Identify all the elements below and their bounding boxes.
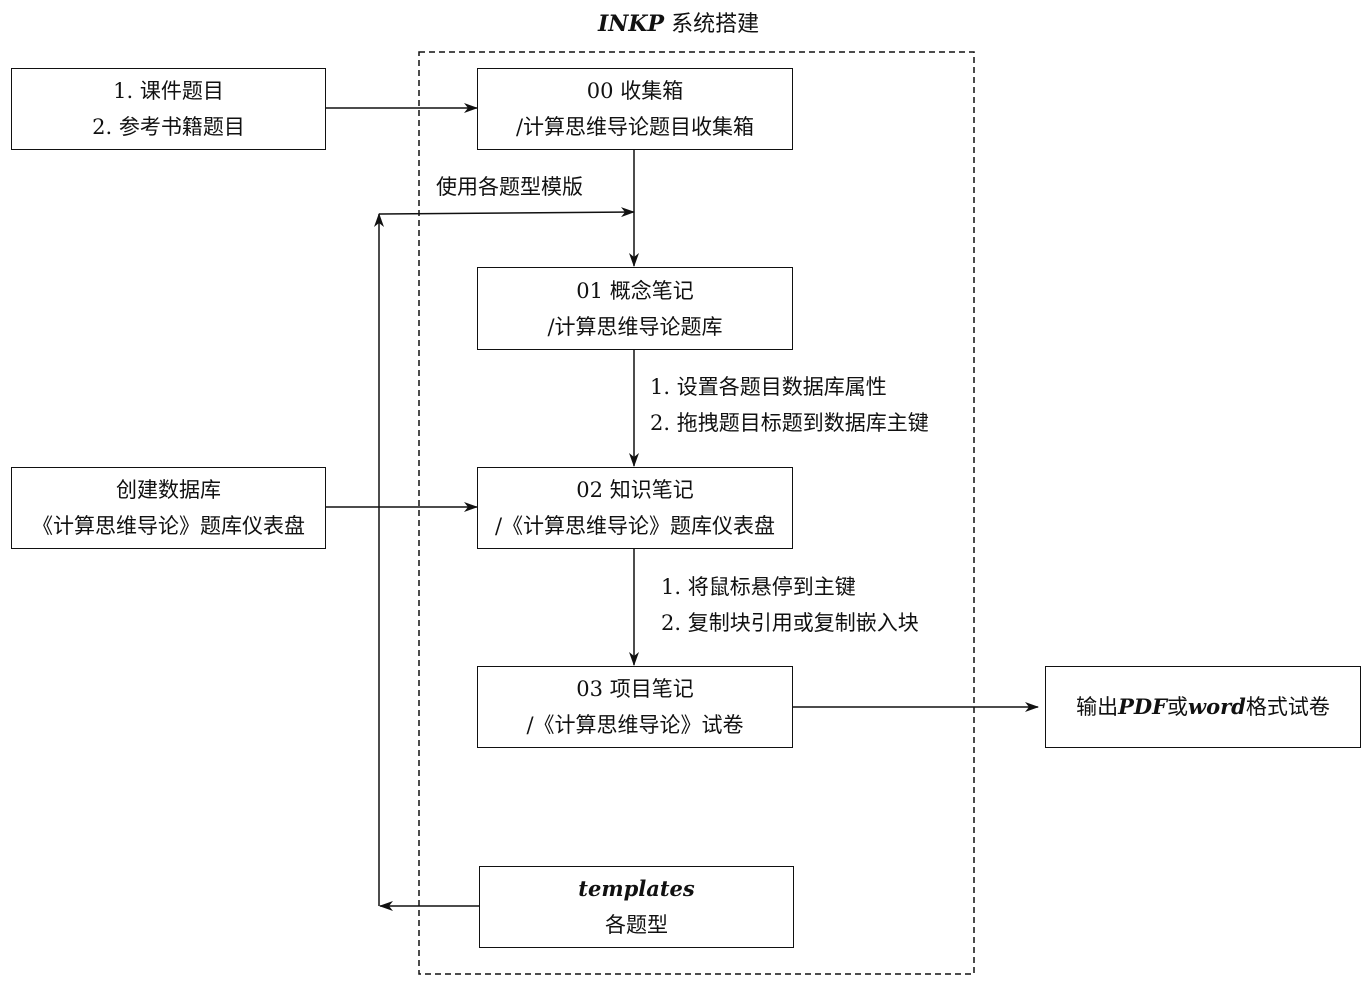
output-line: 输出PDF或word格式试卷 xyxy=(1076,689,1330,725)
courseware-line2: 2. 参考书籍题目 xyxy=(92,115,245,139)
knowledge-line1: 02 知识笔记 xyxy=(576,478,694,502)
label-step2-a: 1. 将鼠标悬停到主键 xyxy=(661,575,856,599)
concept-line2: /计算思维导论题库 xyxy=(547,314,723,339)
courseware-box: 1. 课件题目 2. 参考书籍题目 xyxy=(11,68,326,150)
concept-line1: 01 概念笔记 xyxy=(576,278,694,303)
project-box: 03 项目笔记 /《计算思维导论》试卷 xyxy=(477,666,793,748)
project-line1: 03 项目笔记 xyxy=(576,677,694,701)
create-db-line2: 《计算思维导论》题库仪表盘 xyxy=(32,514,305,538)
output-box: 输出PDF或word格式试卷 xyxy=(1045,666,1361,748)
templates-line2: 各题型 xyxy=(605,913,668,937)
label-step1-b: 2. 拖拽题目标题到数据库主键 xyxy=(650,411,929,435)
courseware-line1: 1. 课件题目 xyxy=(113,79,224,103)
inbox-line1: 00 收集箱 xyxy=(586,79,684,103)
knowledge-box: 02 知识笔记 /《计算思维导论》题库仪表盘 xyxy=(477,467,793,549)
output-pre: 输出 xyxy=(1076,695,1119,719)
output-post: 格式试卷 xyxy=(1245,695,1330,719)
output-word: word xyxy=(1188,694,1246,719)
concept-box: 01 概念笔记 /计算思维导论题库 xyxy=(477,267,793,350)
knowledge-line2: /《计算思维导论》题库仪表盘 xyxy=(494,514,776,538)
title-rest: 系统搭建 xyxy=(664,12,760,37)
label-step2-b: 2. 复制块引用或复制嵌入块 xyxy=(661,611,919,635)
arrow-loop-to-flow xyxy=(378,207,635,218)
system-boundary xyxy=(418,51,975,975)
label-use-templates: 使用各题型模版 xyxy=(436,175,583,199)
title-emph: INKP xyxy=(598,11,665,37)
create-db-box: 创建数据库 《计算思维导论》题库仪表盘 xyxy=(11,467,326,549)
project-line2: /《计算思维导论》试卷 xyxy=(526,713,744,737)
templates-box: templates 各题型 xyxy=(479,866,794,948)
inbox-box: 00 收集箱 /计算思维导论题目收集箱 xyxy=(477,68,793,150)
templates-line1: templates xyxy=(578,876,695,901)
create-db-line1: 创建数据库 xyxy=(116,478,221,502)
label-step1-a: 1. 设置各题目数据库属性 xyxy=(650,375,887,399)
inbox-line2: /计算思维导论题目收集箱 xyxy=(515,115,755,139)
output-pdf: PDF xyxy=(1118,694,1168,719)
output-mid: 或 xyxy=(1167,695,1189,719)
